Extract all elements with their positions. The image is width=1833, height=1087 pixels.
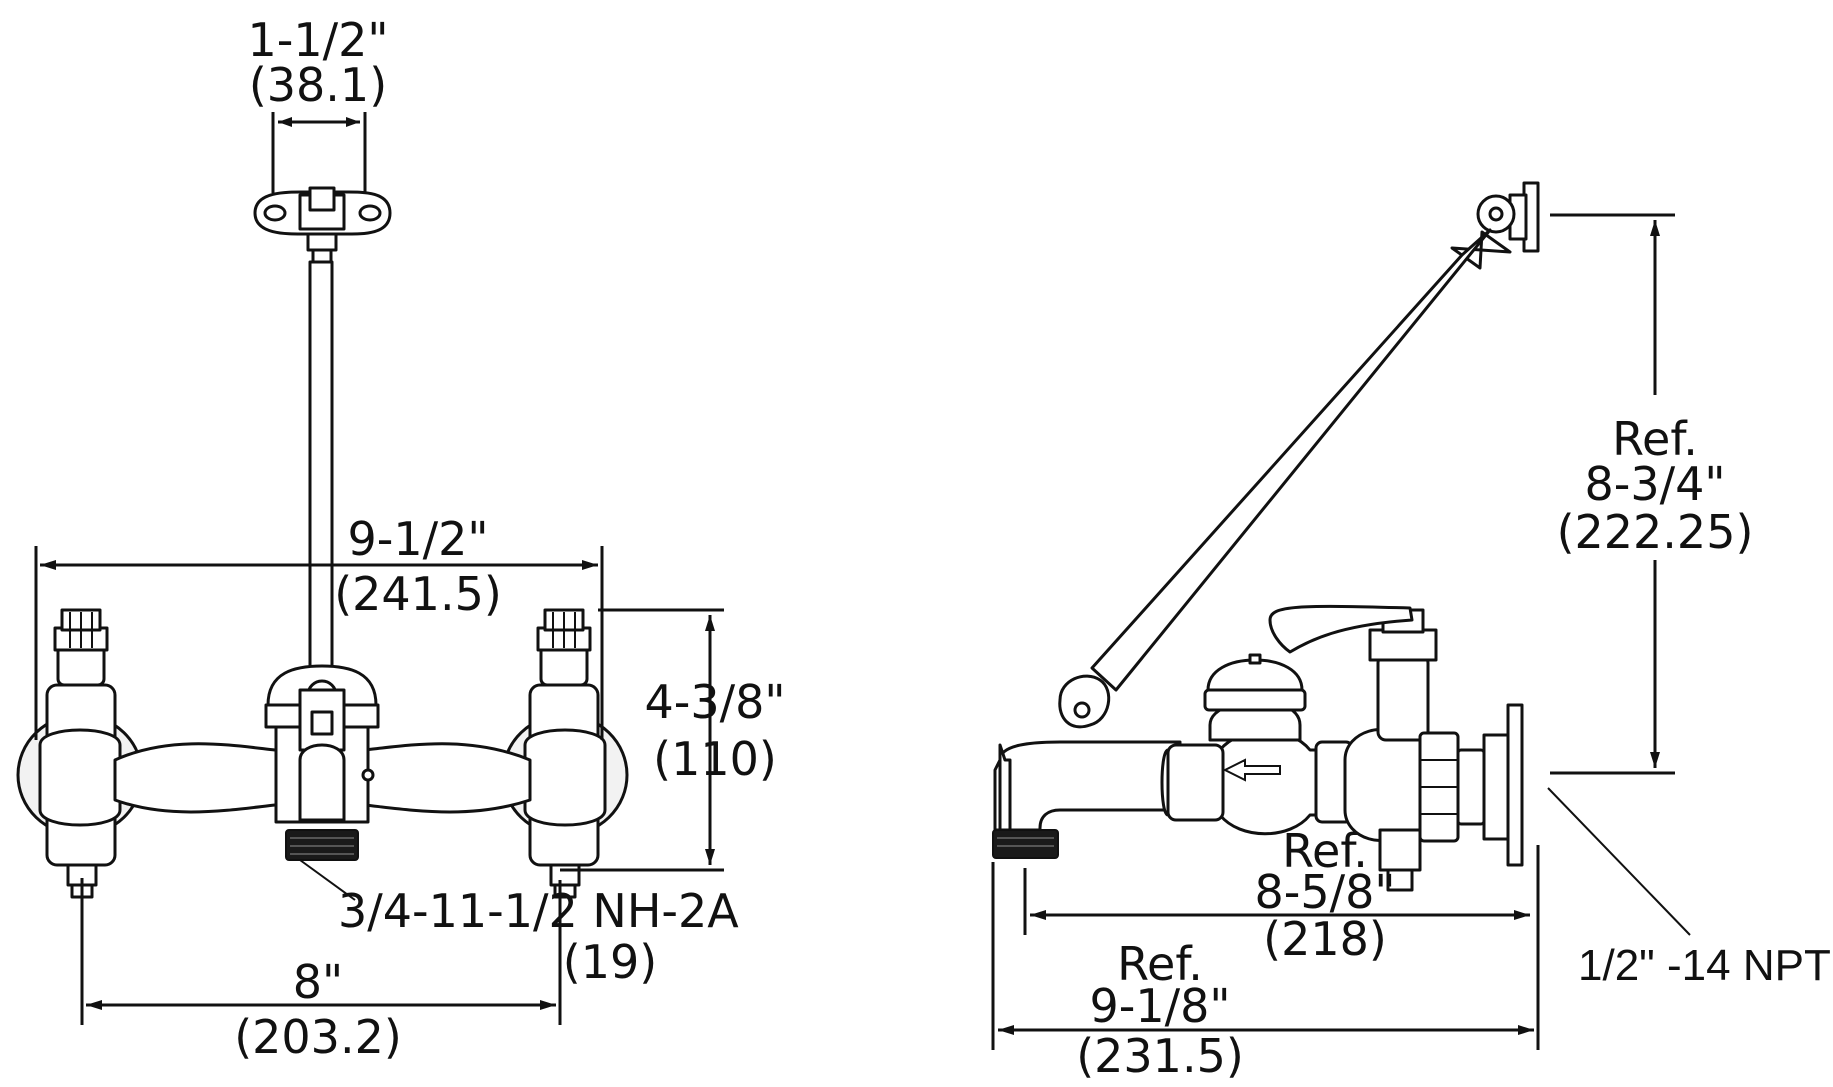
side-spout: [993, 740, 1182, 832]
hose-thread-spec: 3/4-11-1/2 NH-2A: [338, 884, 739, 938]
overall-projection-metric: (231.5): [1076, 1029, 1244, 1083]
inlet-centers-metric: (203.2): [234, 1010, 402, 1064]
spout-projection-imperial: 8-5/8": [1254, 865, 1395, 919]
dim-mount-spacing: 1-1/2" (38.1): [247, 13, 389, 193]
dim-spout-projection: Ref. 8-5/8" (218): [1023, 824, 1530, 966]
dim-overall-projection: Ref. 9-1/8" (231.5): [991, 845, 1540, 1083]
callout-inlet-thread: 1/2" -14 NPT: [1547, 787, 1831, 990]
brace-height-imperial: 8-3/4": [1584, 457, 1725, 511]
diagonal-brace: [1058, 228, 1512, 729]
front-view: 1-1/2" (38.1) 9-1/2" (241.5) 4-3/8" (110…: [16, 13, 786, 1064]
side-valve-body: [1160, 604, 1524, 892]
spout-projection-ref: Ref.: [1282, 824, 1368, 878]
brace-wall-flange: [1476, 181, 1540, 253]
hose-thread-metric: (19): [563, 935, 657, 989]
overall-projection-imperial: 9-1/8": [1089, 979, 1230, 1033]
mount-spacing-metric: (38.1): [249, 58, 387, 112]
height-metric: (110): [653, 732, 777, 786]
dim-height: 4-3/8" (110): [560, 608, 786, 872]
callout-hose-thread: 3/4-11-1/2 NH-2A (19): [299, 859, 739, 989]
dim-overall-width: 9-1/2" (241.5): [34, 512, 604, 740]
height-imperial: 4-3/8": [644, 675, 785, 729]
inlet-thread-spec: 1/2" -14 NPT: [1578, 941, 1831, 990]
right-valve: [501, 608, 629, 899]
overall-width-metric: (241.5): [334, 567, 502, 621]
brace-height-ref: Ref.: [1612, 412, 1698, 466]
spout-projection-metric: (218): [1263, 912, 1387, 966]
side-view: Ref. 8-3/4" (222.25) Ref. 8-5/8" (218) R…: [991, 181, 1831, 1083]
dim-inlet-centers: 8" (203.2): [80, 878, 562, 1064]
wall-brace-flange: [253, 186, 392, 266]
brace-rod: [308, 260, 334, 674]
mount-spacing-imperial: 1-1/2": [247, 13, 388, 67]
overall-projection-ref: Ref.: [1117, 937, 1203, 991]
inlet-centers-imperial: 8": [293, 955, 343, 1009]
overall-width-imperial: 9-1/2": [347, 512, 488, 566]
side-hose-thread: [992, 829, 1059, 859]
dim-brace-height: Ref. 8-3/4" (222.25): [1550, 213, 1754, 775]
brace-height-metric: (222.25): [1557, 505, 1754, 559]
center-spout-body: [264, 664, 380, 824]
